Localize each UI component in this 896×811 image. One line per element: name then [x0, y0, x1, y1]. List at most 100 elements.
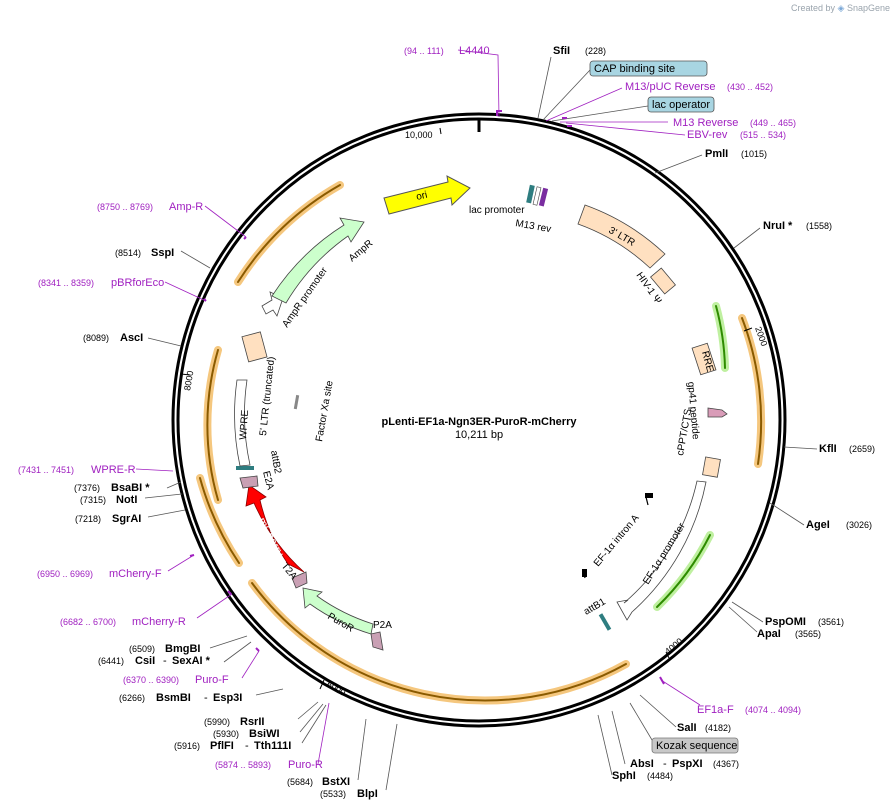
primer-mcherryf-range: (6950 .. 6969) [37, 569, 93, 579]
ampr-arrow[interactable] [271, 217, 365, 304]
tick-label-10000: 10,000 [405, 130, 433, 140]
leader-lines [135, 49, 818, 791]
lac-promoter-mark[interactable] [526, 184, 535, 204]
e2a-arrow[interactable] [239, 475, 259, 489]
site-sgrai-name[interactable]: SgrAI [112, 513, 141, 525]
tick-mark-4000 [665, 651, 671, 661]
primer-wprer-range: (7431 .. 7451) [18, 465, 74, 475]
leader-absi [611, 710, 626, 765]
cap-mark[interactable] [532, 186, 542, 206]
site-agei-name[interactable]: AgeI [806, 519, 830, 531]
site-rsrii-name[interactable]: RsrII [240, 716, 264, 728]
leader-pspomi [731, 601, 764, 623]
site-sphi-name[interactable]: SphI [612, 770, 636, 782]
primer-l4440-name[interactable]: L4440 [459, 45, 490, 57]
site-pmli-name[interactable]: PmlI [705, 148, 728, 160]
site-absi-name[interactable]: AbsI [630, 758, 654, 770]
primer-pbr-mark [203, 298, 207, 302]
site-bsabi-name[interactable]: BsaBI * [111, 482, 150, 494]
cppt-box[interactable] [702, 456, 721, 478]
site-agei-pos: (3026) [846, 520, 872, 530]
site-kfli-pos: (2659) [849, 444, 875, 454]
site-csii-name[interactable]: CsiI [135, 655, 155, 667]
primer-pbr-name[interactable]: pBRforEco [111, 277, 164, 289]
wpre-box[interactable] [234, 379, 251, 467]
ltr3-box[interactable] [577, 204, 666, 269]
site-bstxi-name[interactable]: BstXI [322, 776, 350, 788]
m13-mark[interactable] [538, 187, 549, 207]
leader-mcherryf [167, 554, 195, 572]
site-bsmbi-name[interactable]: BsmBI [156, 692, 191, 704]
gp41-arrow[interactable] [707, 407, 728, 418]
site-csii-sep: - [163, 655, 167, 667]
site-apai-name[interactable]: ApaI [757, 628, 781, 640]
primer-ampr-name[interactable]: Amp-R [169, 201, 203, 213]
mcherry-arrow[interactable] [245, 484, 305, 573]
site-bmgbi-name[interactable]: BmgBI [165, 643, 200, 655]
site-blpi-pos: (5533) [320, 789, 346, 799]
primer-ebv-range: (515 .. 534) [740, 130, 786, 140]
site-pspxi-name[interactable]: PspXI [672, 758, 703, 770]
site-asci-name[interactable]: AscI [120, 332, 143, 344]
primer-ebv-name[interactable]: EBV-rev [687, 129, 728, 141]
site-sfii-name[interactable]: SfiI [553, 45, 570, 57]
puror-arrow[interactable] [302, 587, 374, 635]
leader-sspi [180, 250, 211, 269]
site-sali-name[interactable]: SalI [677, 722, 697, 734]
cap-label: CAP binding site [594, 63, 675, 75]
site-esp3i-name[interactable]: Esp3I [213, 692, 242, 704]
lacop-box[interactable] [647, 96, 715, 113]
site-absi-pos: (4367) [713, 759, 739, 769]
cap-box[interactable] [589, 60, 708, 77]
rre-box[interactable] [691, 342, 717, 376]
site-sexai-name[interactable]: SexAI * [172, 655, 211, 667]
credit-prefix: Created by [790, 3, 835, 13]
primer-mcherryf-name[interactable]: mCherry-F [109, 568, 162, 580]
m13-rev-label: M13 rev [514, 218, 551, 235]
site-rsrii-pos: (5990) [204, 717, 230, 727]
features: ori lac promoter M13 rev 3' LTR HIV-1 Ψ … [234, 175, 728, 651]
site-bsabi-pos: (7376) [74, 483, 100, 493]
leader-ef1af [660, 679, 701, 706]
t2a-arrow[interactable] [291, 571, 308, 589]
snapgene-credit: Created by ◈ SnapGene [791, 3, 890, 14]
ltr5-box[interactable] [241, 331, 268, 363]
leader-bstxi [357, 718, 367, 781]
leader-blpi [385, 723, 398, 791]
tick-mark-8000 [180, 373, 191, 376]
site-kfli-name[interactable]: KflI [819, 443, 837, 455]
primer-puror-name[interactable]: Puro-R [288, 759, 323, 771]
site-nrui-name[interactable]: NruI * [763, 220, 793, 232]
plasmid-name: pLenti-EF1a-Ngn3ER-PuroR-mCherry [382, 416, 578, 428]
leader-sfii [537, 56, 552, 119]
p2a-arrow[interactable] [370, 631, 384, 651]
site-bsiwi-name[interactable]: BsiWI [249, 728, 280, 740]
site-pflfi-name[interactable]: PflFI [210, 740, 234, 752]
primer-m13rev-name[interactable]: M13 Reverse [673, 117, 738, 129]
primer-ef1af-name[interactable]: EF1a-F [697, 704, 734, 716]
primer-mcherryr-name[interactable]: mCherry-R [132, 616, 186, 628]
ori-arrow[interactable] [383, 175, 471, 215]
site-noti-name[interactable]: NotI [116, 494, 137, 506]
kozak-box[interactable] [651, 737, 739, 754]
primer-wprer-name[interactable]: WPRE-R [91, 464, 136, 476]
attb2-mark[interactable] [236, 466, 254, 470]
site-tth111i-name[interactable]: Tth111I [254, 740, 291, 752]
attb1-mark[interactable] [598, 613, 612, 631]
primer-m13puc-name[interactable]: M13/pUC Reverse [625, 81, 715, 93]
site-sspi-pos: (8514) [115, 248, 141, 258]
hiv1-box[interactable] [650, 267, 676, 295]
ef1a-promoter-arrow[interactable] [616, 480, 707, 621]
primer-purof-name[interactable]: Puro-F [195, 674, 229, 686]
site-blpi-name[interactable]: BlpI [357, 788, 378, 800]
orf-line-bottom [251, 582, 627, 702]
factor-xa-mark[interactable] [293, 394, 300, 410]
orf-line-ampr [237, 184, 341, 283]
site-pspomi-name[interactable]: PspOMI [765, 616, 806, 628]
site-sspi-name[interactable]: SspI [151, 247, 174, 259]
ef1a-intron-flag-1 [645, 496, 649, 506]
lac-promoter-label: lac promoter [469, 205, 525, 216]
site-pmli-pos: (1015) [741, 149, 767, 159]
rre-label: RRE [699, 350, 715, 374]
